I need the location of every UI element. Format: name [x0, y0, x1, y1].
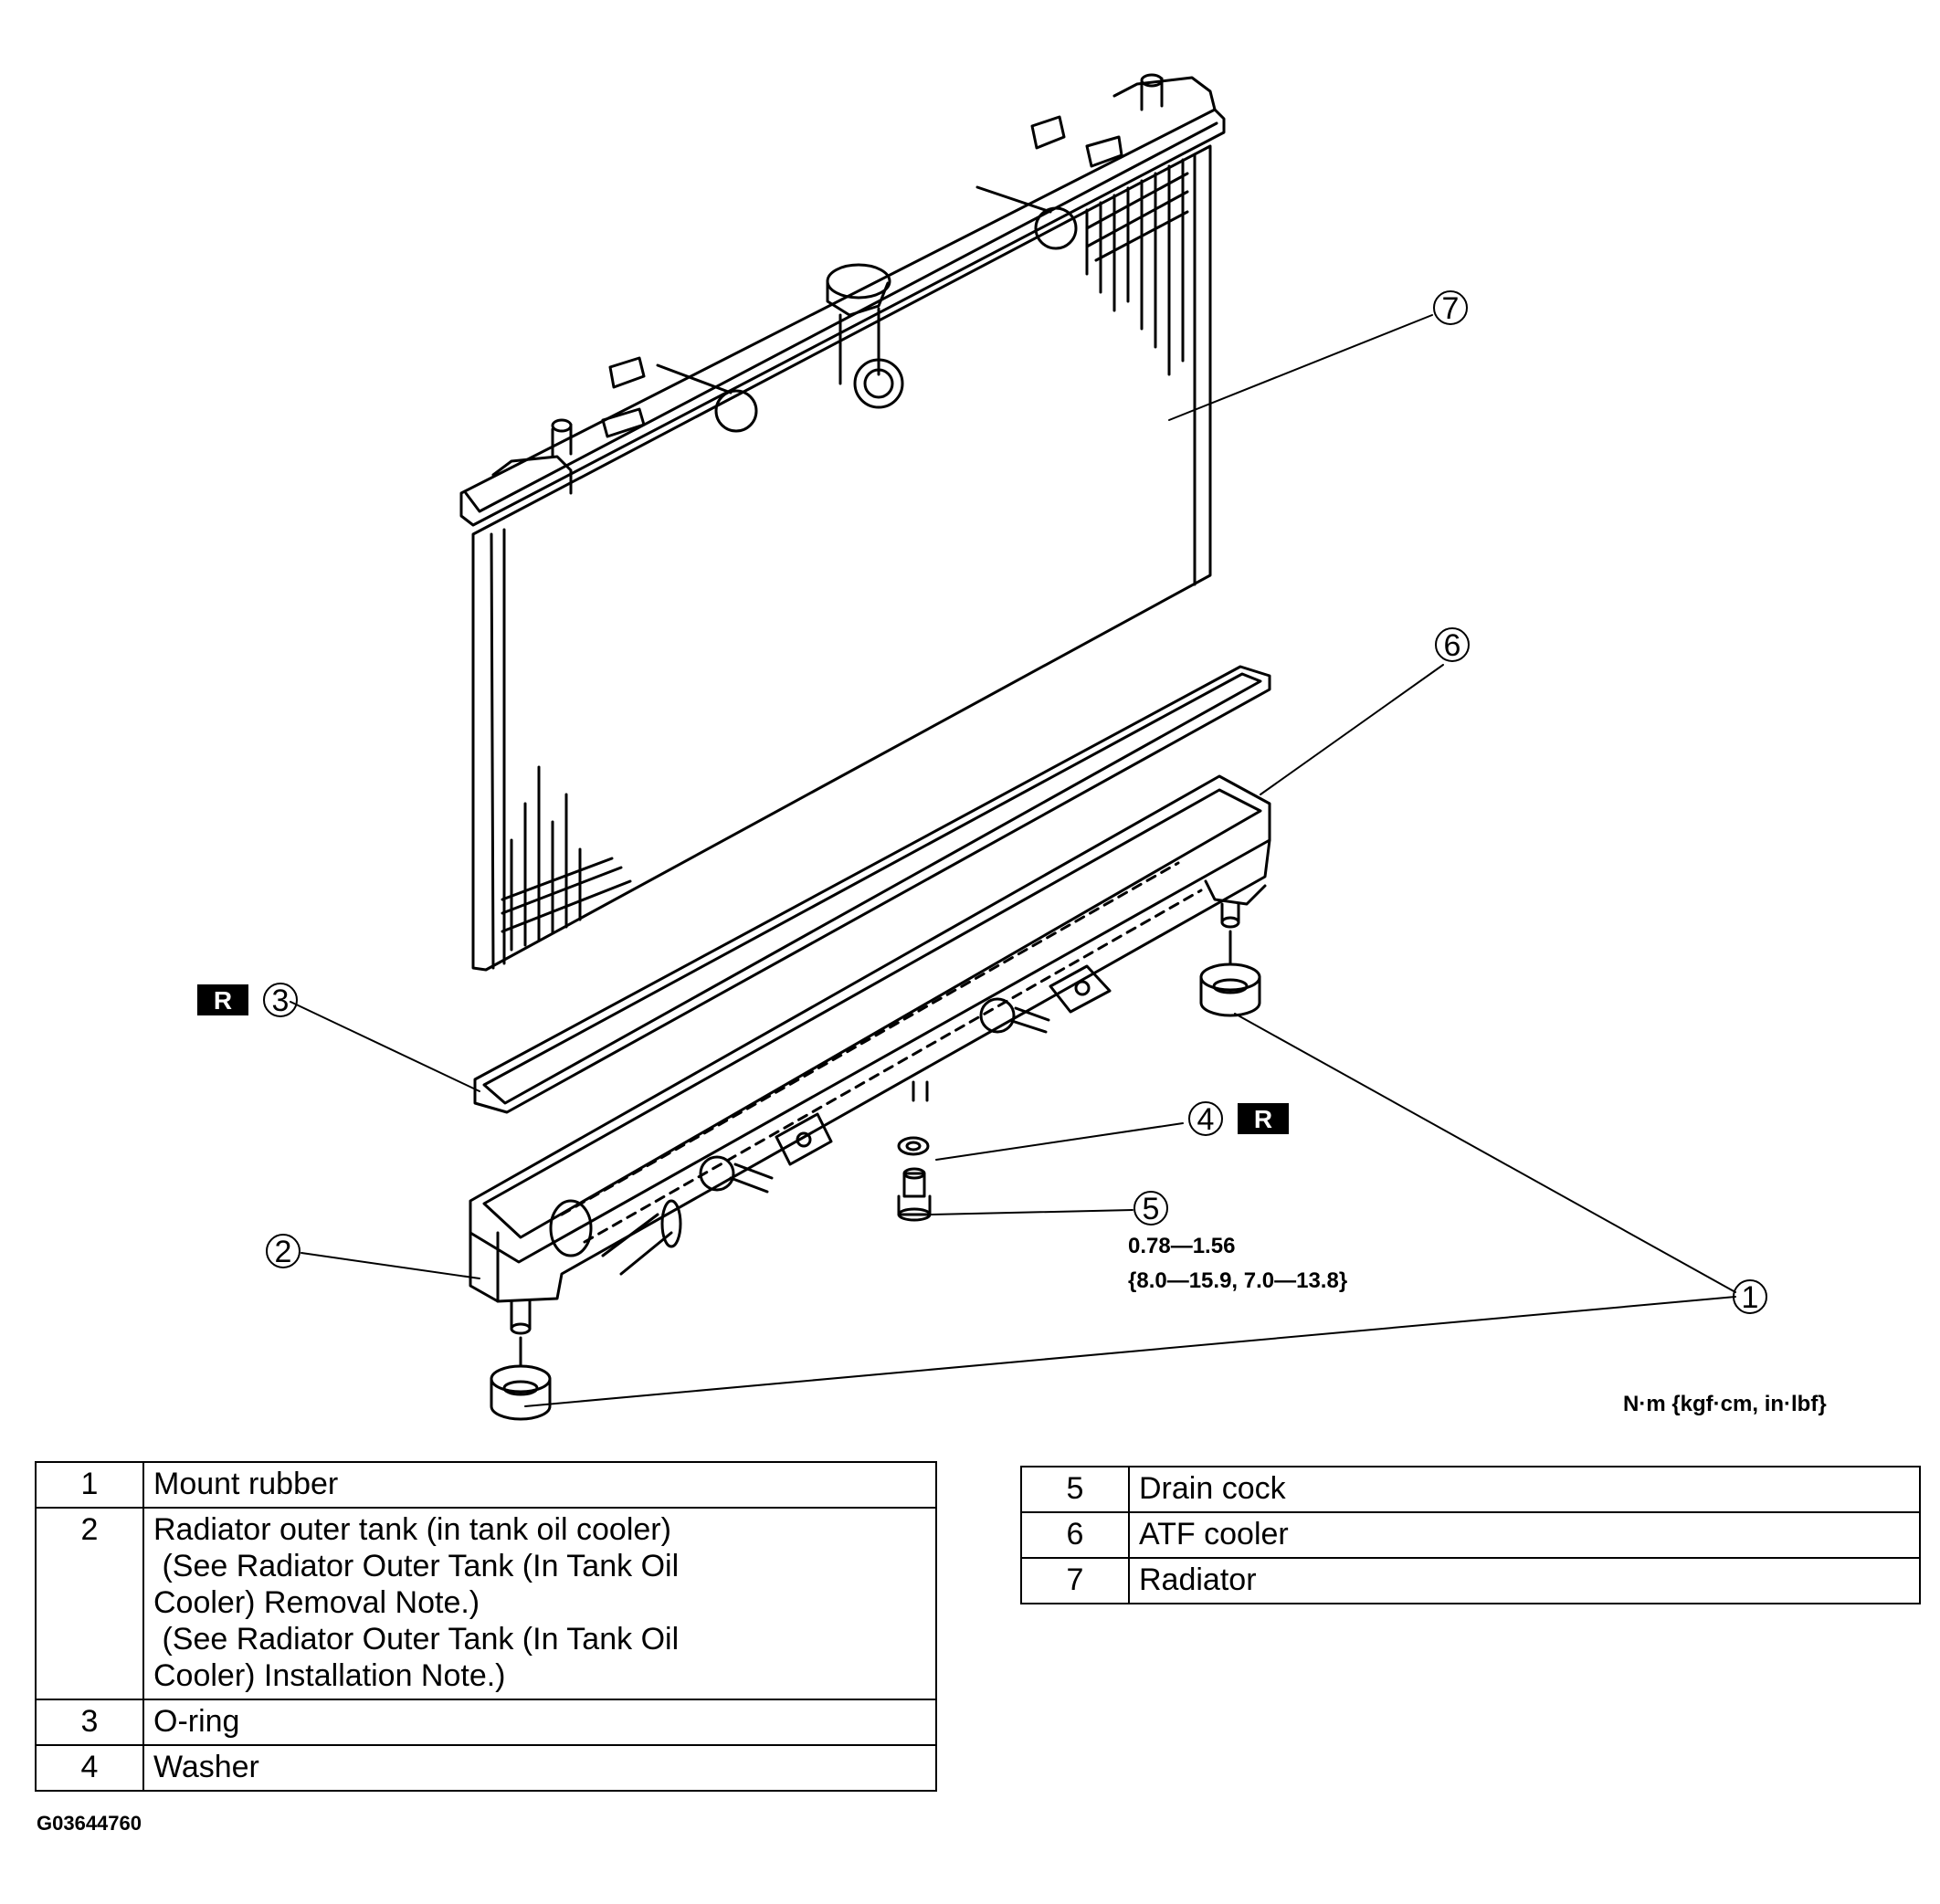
part-number: 4: [35, 1744, 144, 1792]
radiator-core: [459, 73, 1226, 972]
radiator-outer-tank: [469, 774, 1271, 1335]
o-ring: [473, 665, 1271, 1114]
part-description-line: O-ring: [153, 1704, 240, 1739]
parts-row: 4 Washer: [35, 1744, 937, 1792]
part-description: ATF cooler: [1128, 1511, 1921, 1559]
mount-rubber-upper: [1199, 930, 1261, 1017]
part-description: Drain cock: [1128, 1466, 1921, 1513]
callout-3-label: 3: [272, 984, 290, 1018]
parts-row: 7 Radiator: [1020, 1557, 1921, 1604]
leader-lines: [290, 314, 1736, 1407]
part-number: 2: [35, 1507, 144, 1700]
part-description: Radiator: [1128, 1557, 1921, 1604]
part-number: 1: [35, 1461, 144, 1509]
mount-rubber-lower: [490, 1336, 552, 1421]
parts-row: 5 Drain cock: [1020, 1466, 1921, 1513]
parts-row: 3 O-ring: [35, 1699, 937, 1746]
parts-row: 1 Mount rubber: [35, 1461, 937, 1509]
part-description-line: (See Radiator Outer Tank (In Tank Oil: [153, 1622, 680, 1657]
part-description-line: Radiator: [1139, 1562, 1257, 1597]
drain-cock: [897, 1167, 932, 1222]
replace-badge-label: R: [1254, 1105, 1272, 1133]
replace-badge-label: R: [214, 986, 232, 1015]
part-number: 3: [35, 1699, 144, 1746]
callout-5-circle: [1133, 1191, 1168, 1226]
part-description-line: Radiator outer tank (in tank oil cooler): [153, 1512, 671, 1547]
callout-5-label: 5: [1143, 1192, 1160, 1226]
callout-6-label: 6: [1444, 628, 1461, 663]
part-description: Mount rubber: [142, 1461, 937, 1509]
callout-7-label: 7: [1442, 291, 1460, 326]
replace-badge-o-ring: R: [197, 984, 248, 1015]
callout-4-label: 4: [1197, 1102, 1215, 1137]
callout-2-label: 2: [275, 1235, 292, 1269]
callout-4-circle: [1188, 1101, 1223, 1136]
callout-1-circle: [1733, 1279, 1767, 1314]
callout-6-circle: [1435, 627, 1470, 662]
replace-badge-washer: R: [1238, 1103, 1289, 1134]
part-description: Washer: [142, 1744, 937, 1792]
part-description-line: Cooler) Removal Note.): [153, 1585, 480, 1620]
torque-spec-line2: {8.0—15.9, 7.0—13.8}: [1128, 1268, 1347, 1293]
part-description-line: Washer: [153, 1750, 259, 1784]
part-description-line: Mount rubber: [153, 1467, 339, 1501]
part-description: Radiator outer tank (in tank oil cooler)…: [142, 1507, 937, 1700]
callout-2-circle: [266, 1234, 300, 1268]
torque-spec-line1: 0.78—1.56: [1128, 1234, 1235, 1258]
parts-row: 6 ATF cooler: [1020, 1511, 1921, 1559]
callout-7-circle: [1433, 290, 1468, 325]
washer: [897, 1136, 930, 1156]
callout-1-label: 1: [1742, 1280, 1759, 1315]
part-description-line: Drain cock: [1139, 1471, 1286, 1506]
part-description-line: Cooler) Installation Note.): [153, 1658, 506, 1693]
parts-table-right: 5 Drain cock 6 ATF cooler 7 Radiator: [1020, 1466, 1921, 1604]
part-description: O-ring: [142, 1699, 937, 1746]
part-number: 5: [1020, 1466, 1130, 1513]
torque-units-note: N·m {kgf·cm, in·lbf}: [1623, 1392, 1827, 1416]
part-description-line: ATF cooler: [1139, 1517, 1289, 1552]
callout-3-circle: [263, 983, 298, 1017]
part-description-line: (See Radiator Outer Tank (In Tank Oil: [153, 1549, 680, 1583]
part-number: 6: [1020, 1511, 1130, 1559]
part-number: 7: [1020, 1557, 1130, 1604]
figure-id: G03644760: [37, 1812, 142, 1835]
